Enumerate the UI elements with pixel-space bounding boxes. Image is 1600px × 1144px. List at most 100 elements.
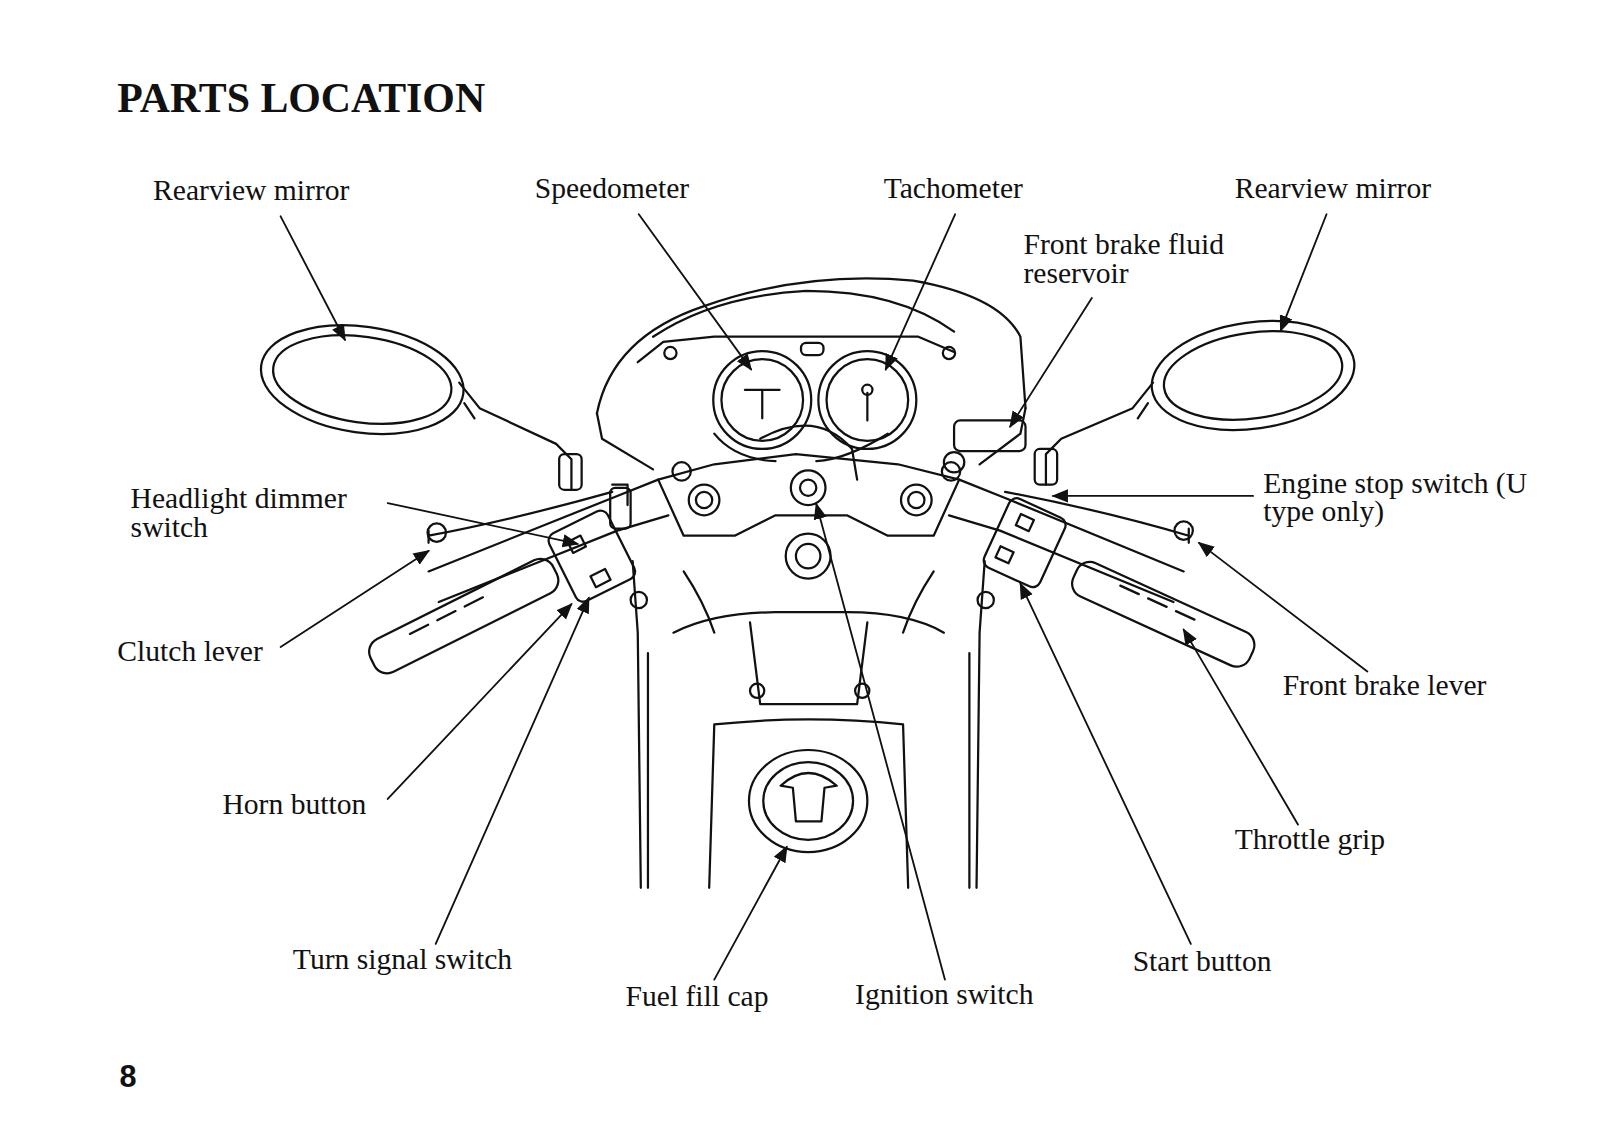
rearview-mirror [464, 403, 474, 418]
fuel-tank [684, 571, 934, 632]
left-handlebar [364, 480, 668, 679]
part-label: Headlight dimmer switch [131, 484, 398, 542]
rearview-mirror [1158, 321, 1348, 431]
right-handlebar [1005, 492, 1189, 543]
right-handlebar [1016, 514, 1034, 531]
leader-arrow [1281, 214, 1327, 330]
part-label: Fuel fill cap [626, 982, 769, 1011]
part-label: Front brake fluid reservoir [1023, 230, 1232, 288]
gauges [721, 359, 803, 441]
right-handlebar [954, 420, 1025, 451]
fuel-tank [969, 561, 984, 888]
fuel-tank [633, 561, 648, 888]
leader-arrow [1053, 495, 1253, 497]
leader-arrow [1010, 298, 1092, 427]
leader-arrow [281, 216, 345, 339]
gauges [866, 393, 868, 421]
page-title: PARTS LOCATION [117, 78, 485, 119]
leader-arrow [281, 214, 1368, 979]
right-handlebar [981, 496, 1068, 590]
leader-arrow [1020, 584, 1190, 944]
fuel-tank [750, 622, 867, 704]
leader-arrow [1199, 543, 1367, 672]
fairing [664, 347, 676, 359]
left-handlebar [546, 508, 638, 605]
left-handlebar [546, 508, 638, 605]
leader-arrow [639, 214, 751, 369]
rearview-mirror [254, 313, 471, 446]
rearview-mirror [1138, 403, 1148, 418]
fairing [597, 278, 1026, 469]
handlebar-clamp [908, 492, 924, 508]
part-label: Throttle grip [1235, 824, 1385, 853]
leader-arrow [816, 504, 945, 980]
left-handlebar [428, 523, 446, 541]
right-handlebar [1067, 557, 1259, 671]
part-label: Clutch lever [117, 637, 262, 666]
fuel-tank [978, 592, 994, 608]
fuel-cap [763, 762, 853, 840]
gauges [745, 390, 780, 419]
fuel-cap [749, 750, 867, 852]
rearview-mirror [254, 309, 1362, 490]
leader-arrow [1184, 630, 1298, 825]
gauges [827, 359, 909, 441]
gauges [714, 434, 887, 462]
handlebar-clamp [901, 485, 932, 516]
leader-arrow [886, 214, 955, 369]
handlebar-clamp [696, 492, 712, 508]
part-label: Engine stop switch (U type only) [1263, 468, 1541, 526]
handlebar-clamp [786, 534, 831, 579]
rearview-mirror [559, 454, 581, 490]
handlebar-clamp [796, 544, 820, 568]
gauges [862, 385, 872, 395]
handlebar-clamp [791, 470, 826, 505]
fairing [597, 413, 653, 469]
part-label: Turn signal switch [293, 945, 512, 974]
fuel-tank [750, 684, 764, 698]
right-handlebar [944, 452, 964, 472]
handlebar-clamp [689, 485, 720, 516]
rearview-mirror [1046, 383, 1153, 485]
fuel-cap [781, 773, 837, 821]
left-handlebar [410, 597, 483, 634]
rearview-mirror [1035, 449, 1057, 485]
right-handlebar [995, 546, 1013, 563]
fuel-tank [631, 592, 647, 608]
part-label: Ignition switch [855, 980, 1033, 1009]
right-handlebar [944, 420, 1259, 671]
rearview-mirror [459, 383, 571, 490]
page-number: 8 [119, 1061, 136, 1091]
rearview-mirror [1145, 309, 1362, 442]
fairing [638, 337, 954, 363]
part-label: Speedometer [535, 173, 689, 202]
fairing [801, 343, 823, 355]
gauges [713, 351, 811, 449]
fuel-cap [749, 750, 867, 852]
fairing [943, 347, 955, 359]
leader-arrow [281, 551, 429, 647]
rearview-mirror [1145, 309, 1362, 442]
rearview-mirror [267, 325, 457, 435]
part-label: Front brake lever [1283, 670, 1487, 699]
part-label: Tachometer [884, 173, 1023, 202]
handlebar-clamp [672, 462, 690, 480]
fuel-tank [631, 561, 994, 888]
right-handlebar [981, 496, 1068, 590]
right-handlebar [1174, 521, 1192, 539]
right-handlebar [1067, 557, 1259, 671]
fairing [980, 408, 1026, 464]
leader-arrow [388, 503, 578, 544]
handlebar-clamp [658, 426, 960, 579]
part-label: Rearview mirror [1235, 173, 1431, 202]
part-label: Start button [1133, 947, 1272, 976]
fuel-tank [709, 719, 908, 887]
handlebar-clamp [760, 426, 857, 480]
leader-arrow [714, 847, 786, 980]
left-handlebar [590, 569, 610, 587]
part-label: Horn button [222, 790, 366, 819]
leader-arrow [436, 598, 589, 944]
left-handlebar [610, 488, 630, 529]
